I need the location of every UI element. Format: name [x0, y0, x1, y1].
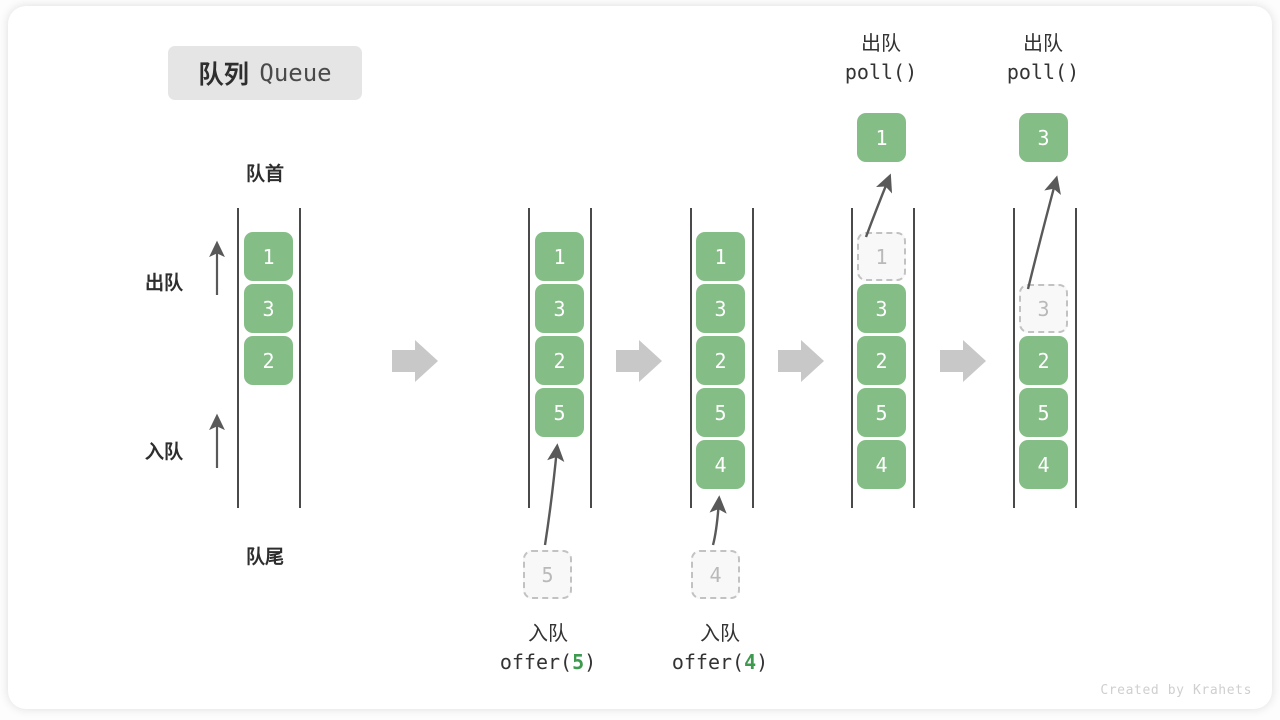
op-label-offer-4: 入队 offer(4) — [620, 620, 820, 677]
op-label-offer-5: 入队 offer(5) — [448, 620, 648, 677]
watermark: Created by Krahets — [1100, 683, 1252, 698]
queue-cell: 3 — [696, 284, 745, 333]
queue-cell: 4 — [1019, 440, 1068, 489]
label-dequeue-side: 出队 — [145, 273, 184, 294]
queue-cell: 2 — [1019, 336, 1068, 385]
queue-cell: 3 — [244, 284, 293, 333]
op-label-cn: 出队 — [1023, 33, 1063, 55]
rail-right-4 — [913, 208, 915, 508]
queue-cell: 3 — [857, 284, 906, 333]
rail-right-1 — [299, 208, 301, 508]
op-label-cn: 出队 — [861, 33, 901, 55]
op-label-code: poll() — [844, 60, 918, 85]
queue-cell: 2 — [244, 336, 293, 385]
queue-cell: 1 — [244, 232, 293, 281]
op-arg: 5 — [572, 650, 585, 675]
rail-left-4 — [851, 208, 853, 508]
rail-right-3 — [752, 208, 754, 508]
queue-cell: 5 — [857, 388, 906, 437]
rail-left-1 — [237, 208, 239, 508]
op-label-code: poll() — [1006, 60, 1080, 85]
op-arg: 4 — [744, 650, 757, 675]
queue-cell: 1 — [696, 232, 745, 281]
queue-cell-new: 4 — [696, 440, 745, 489]
op-label-poll-3: 出队 poll() — [968, 30, 1118, 87]
rail-right-2 — [590, 208, 592, 508]
op-label-cn: 入队 — [700, 623, 740, 645]
title-badge: 队列 Queue — [168, 46, 362, 100]
removed-cell: 1 — [857, 232, 906, 281]
label-enqueue-side: 入队 — [145, 442, 184, 463]
queue-cell: 2 — [696, 336, 745, 385]
rail-left-2 — [528, 208, 530, 508]
title-en: Queue — [259, 59, 332, 87]
label-rear: 队尾 — [245, 547, 284, 568]
rail-right-5 — [1075, 208, 1077, 508]
popped-cell: 3 — [1019, 113, 1068, 162]
op-label-code: offer(5) — [499, 650, 597, 675]
queue-cell: 2 — [857, 336, 906, 385]
removed-cell: 3 — [1019, 284, 1068, 333]
queue-cell: 5 — [1019, 388, 1068, 437]
rail-left-3 — [690, 208, 692, 508]
pending-cell: 4 — [691, 550, 740, 599]
queue-cell: 3 — [535, 284, 584, 333]
queue-cell-new: 5 — [535, 388, 584, 437]
queue-cell: 4 — [857, 440, 906, 489]
queue-cell: 2 — [535, 336, 584, 385]
label-front: 队首 — [245, 164, 284, 185]
queue-cell: 5 — [696, 388, 745, 437]
popped-cell: 1 — [857, 113, 906, 162]
queue-cell: 1 — [535, 232, 584, 281]
title-cn: 队列 — [198, 61, 250, 89]
op-label-code: offer(4) — [671, 650, 769, 675]
rail-left-5 — [1013, 208, 1015, 508]
op-label-poll-1: 出队 poll() — [806, 30, 956, 87]
op-label-cn: 入队 — [528, 623, 568, 645]
pending-cell: 5 — [523, 550, 572, 599]
diagram-card — [8, 6, 1272, 709]
